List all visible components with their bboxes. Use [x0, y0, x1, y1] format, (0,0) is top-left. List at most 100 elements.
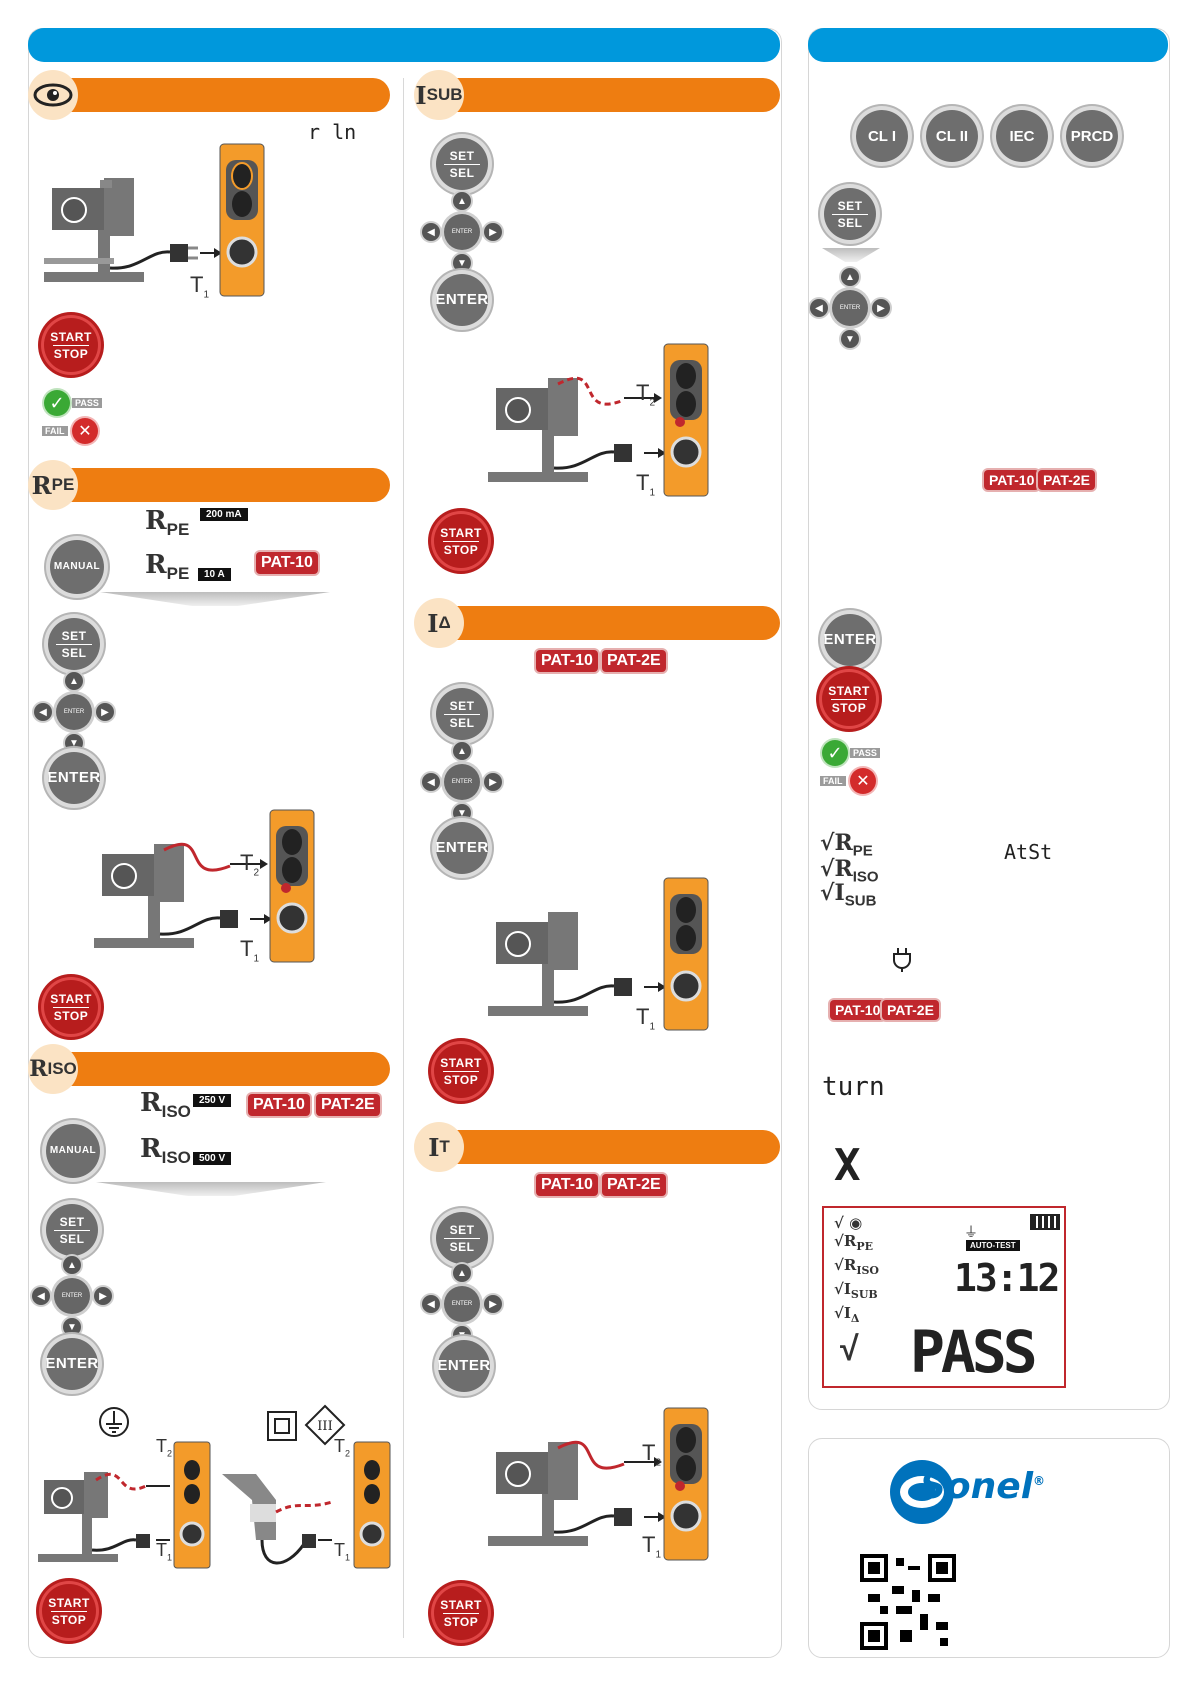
idelta-section-bar	[440, 606, 780, 640]
left-panel	[28, 28, 782, 1658]
screen-row-isub: √ISUB	[834, 1280, 878, 1301]
column-divider	[403, 78, 404, 1638]
enter-button-it[interactable]: ENTER	[437, 1340, 490, 1392]
dpad-it[interactable]: ▲▼ ◀▶ ENTER	[422, 1264, 502, 1344]
t2-label-it: T2	[642, 1440, 662, 1469]
class-ii-symbol-icon	[267, 1411, 297, 1441]
t1-label-riso-a: T1	[156, 1540, 173, 1563]
auto-test-badge: AUTO-TEST	[966, 1240, 1020, 1251]
it-section-bar	[440, 1130, 780, 1164]
t2-label-riso-b: T2	[334, 1436, 351, 1459]
t1-label-isub: T1	[636, 470, 656, 499]
pat2e-tag-it: PAT-2E	[602, 1174, 666, 1196]
screen-tick: √	[840, 1330, 859, 1368]
pat10-tag-idelta: PAT-10	[536, 650, 598, 672]
pat10-tag-rpe: PAT-10	[256, 552, 318, 574]
manual-button-rpe[interactable]: MANUAL	[50, 540, 104, 594]
device-screen: √ ◉ √RPE √RISO √ISUB √IΔ ⏚ AUTO-TEST 13:…	[822, 1206, 1066, 1388]
t1-label-visual: T1	[190, 272, 210, 301]
enter-button-rpe[interactable]: ENTER	[47, 752, 100, 804]
drill-meter-diagram-isub	[488, 343, 709, 497]
enter-button-right[interactable]: ENTER	[823, 614, 876, 666]
screen-row-rpe: √RPE	[834, 1232, 873, 1253]
riso-volt-low: 250 V	[193, 1094, 232, 1107]
sonel-wordmark: Sonel®	[920, 1466, 1046, 1507]
pat10-tag-it: PAT-10	[536, 1174, 598, 1196]
riso-section-bar	[52, 1052, 390, 1086]
qr-code-icon	[860, 1554, 956, 1650]
class-button-iec[interactable]: IEC	[996, 110, 1048, 162]
pat2e-tag-idelta: PAT-2E	[602, 650, 666, 672]
t1-label-idelta: T1	[636, 1004, 656, 1033]
t2-label-isub: T2	[636, 380, 656, 409]
lcd-turn: turn	[822, 1072, 885, 1102]
check-rpe: √RPE	[820, 830, 873, 860]
pat2e-tag-right: PAT-2E	[1038, 470, 1095, 490]
t2-label-rpe: T2	[240, 850, 260, 879]
pass-check-icon-right: ✓	[822, 740, 848, 766]
dpad-riso[interactable]: ▲▼ ◀▶ ENTER	[32, 1256, 112, 1336]
class-button-cl2[interactable]: CL II	[926, 110, 978, 162]
screen-rows: √ ◉ √RPE √RISO √ISUB √IΔ	[834, 1214, 879, 1328]
rpe-symbol-high: RPE	[145, 550, 190, 584]
check-riso: √RISO	[820, 856, 879, 886]
pass-label-right: PASS	[850, 748, 880, 758]
manual-button-riso[interactable]: MANUAL	[46, 1124, 100, 1178]
plug-icon	[893, 948, 911, 972]
dpad-idelta[interactable]: ▲▼ ◀▶ ENTER	[422, 742, 502, 822]
battery-icon	[1030, 1214, 1060, 1230]
visual-section-bar	[52, 78, 390, 112]
left-header-bar	[28, 28, 780, 62]
fail-cross-icon-right: ✕	[850, 768, 876, 794]
fail-label: FAIL	[42, 426, 68, 436]
screen-row-visual: √ ◉	[834, 1214, 863, 1232]
pat2e-tag-riso: PAT-2E	[316, 1094, 380, 1116]
t1-label-it: T1	[642, 1532, 662, 1561]
t1-label-riso-b: T1	[334, 1540, 351, 1563]
pat10-tag-right2: PAT-10	[830, 1000, 886, 1020]
class-button-prcd[interactable]: PRCD	[1066, 110, 1118, 162]
dpad-isub[interactable]: ▲▼ ◀▶ ENTER	[422, 192, 502, 272]
drill-meter-diagram-riso	[38, 1441, 391, 1569]
screen-time: 13:12	[954, 1256, 1060, 1300]
pass-label: PASS	[72, 398, 102, 408]
fail-label-right: FAIL	[820, 776, 846, 786]
svg-text:III: III	[317, 1419, 332, 1434]
rpe-current-low: 200 mA	[200, 508, 248, 521]
lcd-x: X	[834, 1140, 861, 1191]
pat10-tag-riso: PAT-10	[248, 1094, 310, 1116]
class-iii-symbol-icon: III	[304, 1404, 346, 1446]
drill-meter-diagram-rpe	[94, 809, 315, 963]
isub-section-bar	[440, 78, 780, 112]
dpad-rpe[interactable]: ▲▼ ◀▶ ENTER	[34, 672, 114, 752]
t2-label-riso-a: T2	[156, 1436, 173, 1459]
enter-button-riso[interactable]: ENTER	[45, 1338, 98, 1390]
riso-symbol-low: RISO	[140, 1088, 191, 1122]
visual-badge	[28, 70, 78, 120]
enter-button-idelta[interactable]: ENTER	[435, 822, 488, 874]
drill-meter-diagram-visual	[44, 143, 265, 297]
class-button-cl1[interactable]: CL I	[856, 110, 908, 162]
drill-meter-diagram-idelta	[488, 877, 709, 1031]
right-panel	[808, 28, 1170, 1410]
dpad-right[interactable]: ▲▼ ◀▶ ENTER	[810, 268, 890, 348]
visual-lcd-text: r ln	[308, 120, 357, 144]
enter-button-isub[interactable]: ENTER	[435, 274, 488, 326]
